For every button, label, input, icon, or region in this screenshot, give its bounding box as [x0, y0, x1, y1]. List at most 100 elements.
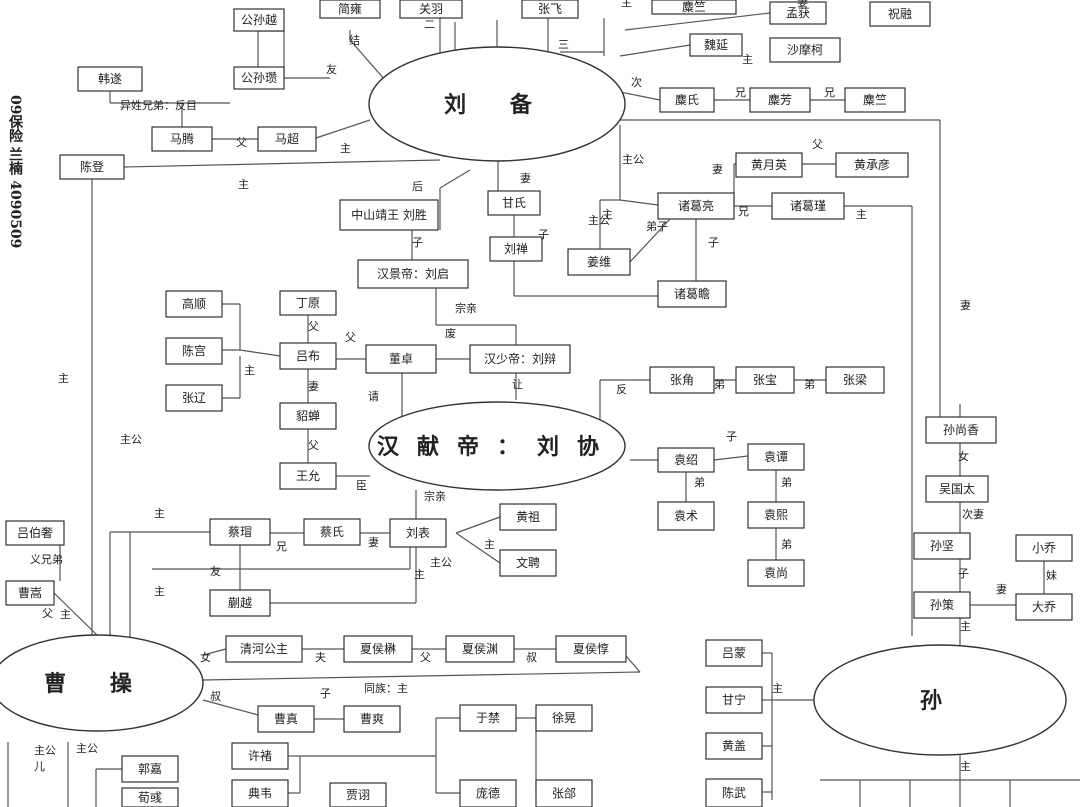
person-name: 曹嵩 — [18, 586, 42, 600]
person-box: 麋氏 — [659, 87, 715, 113]
relation-label: 弟 — [781, 476, 792, 489]
person-box: 孙坚 — [913, 532, 971, 560]
person-box: 甘宁 — [705, 686, 763, 714]
relation-label: 兄 — [738, 205, 749, 218]
person-box: 甘氏 — [487, 190, 541, 216]
person-name: 曹爽 — [360, 712, 384, 726]
person-name: 甘宁 — [722, 692, 746, 707]
person-box: 张宝 — [735, 366, 795, 394]
person-name: 张飞 — [538, 2, 562, 16]
person-box-frame — [343, 705, 401, 733]
person-box-frame — [649, 366, 715, 394]
person-name: 姜维 — [587, 255, 611, 269]
person-name: 荀彧 — [138, 791, 162, 805]
person-name: 韩遂 — [98, 71, 122, 86]
person-box: 夏侯楙 — [343, 635, 413, 663]
relation-label: 弟 — [781, 538, 792, 551]
person-box-frame — [279, 342, 337, 370]
person-box: 陈武 — [705, 778, 763, 807]
person-box-frame — [825, 366, 885, 394]
person-name: 陈登 — [80, 159, 104, 174]
person-box: 曹嵩 — [5, 580, 55, 606]
person-box-frame — [844, 87, 906, 113]
person-box-frame — [319, 0, 381, 19]
relation-label: 子 — [412, 236, 423, 249]
relation-label: 主公 — [430, 556, 452, 569]
person-box: 黄承彦 — [835, 152, 909, 178]
person-name: 甘氏 — [502, 196, 526, 210]
person-name: 麋氏 — [675, 92, 699, 107]
person-box-frame — [459, 779, 517, 807]
person-box: 吕伯奢 — [5, 520, 65, 546]
person-name: 夏侯惇 — [573, 642, 609, 656]
person-box: 黄祖 — [499, 503, 557, 531]
person-name: 庞德 — [476, 786, 500, 801]
relation-label: 父 — [42, 607, 53, 620]
person-box: 曹真 — [257, 705, 315, 733]
person-name: 魏延 — [704, 37, 728, 52]
person-box: 徐晃 — [535, 704, 593, 732]
person-name: 麋芳 — [768, 92, 792, 107]
connector-line — [619, 199, 659, 206]
person-name: 袁术 — [674, 509, 698, 523]
relation-label: 主公 — [34, 744, 56, 757]
connector-line — [202, 699, 259, 716]
person-name: 袁熙 — [764, 508, 788, 522]
relation-label: 夫 — [315, 651, 326, 664]
person-name: 黄月英 — [751, 158, 787, 172]
connector-line — [455, 516, 501, 534]
relation-label: 主 — [154, 585, 165, 598]
person-name: 马超 — [275, 131, 299, 146]
relation-label: 次 — [631, 75, 642, 89]
connector-line — [239, 349, 281, 357]
person-box: 汉景帝：刘启 — [357, 259, 469, 289]
relation-label: 主 — [621, 0, 632, 9]
person-box-frame — [469, 344, 571, 374]
person-box: 诸葛亮 — [657, 192, 735, 220]
connector-line — [202, 671, 641, 681]
person-box-frame — [705, 686, 763, 714]
person-name: 公孙越 — [241, 13, 277, 27]
person-box-frame — [747, 443, 805, 471]
person-box-frame — [747, 559, 805, 587]
person-box: 黄月英 — [735, 152, 803, 178]
person-box-frame — [151, 126, 213, 152]
connector-line — [123, 159, 441, 168]
person-name: 陈宫 — [182, 343, 206, 358]
person-box-frame — [657, 501, 715, 531]
person-box-frame — [735, 366, 795, 394]
person-name: 吕蒙 — [722, 646, 746, 660]
relation-label: 主 — [340, 142, 351, 155]
person-box-frame — [659, 87, 715, 113]
relation-label: 友 — [210, 564, 221, 578]
connector-line — [53, 592, 99, 637]
relation-label: 让 — [512, 378, 523, 391]
relation-label: 妻 — [712, 163, 723, 176]
person-box-frame — [705, 639, 763, 667]
person-box: 贾诩 — [329, 782, 387, 807]
person-name: 马腾 — [170, 131, 194, 146]
relation-label: 女 — [200, 650, 211, 664]
relation-label: 主 — [772, 682, 783, 695]
person-box: 吕布 — [279, 342, 337, 370]
person-name: 袁绍 — [674, 453, 698, 467]
ellipse-liubei: 刘 备 — [368, 46, 626, 162]
person-box: 张郃 — [535, 779, 593, 807]
ellipse-label: 曹 操 — [44, 671, 150, 697]
person-box: 蔡瑁 — [209, 518, 271, 546]
person-name: 刘表 — [406, 526, 430, 540]
person-name: 黄盖 — [722, 739, 746, 753]
person-box: 张角 — [649, 366, 715, 394]
person-box: 麋竺 — [651, 0, 737, 15]
person-box: 董卓 — [365, 344, 437, 374]
person-name: 袁尚 — [764, 566, 788, 580]
person-name: 中山靖王 刘胜 — [351, 207, 427, 222]
person-box-frame — [389, 518, 447, 548]
relation-label: 父 — [236, 136, 247, 149]
relation-label: 主 — [238, 178, 249, 191]
person-box: 夏侯惇 — [555, 635, 627, 663]
relation-label: 父 — [420, 651, 431, 664]
person-name: 清河公主 — [240, 642, 288, 656]
person-box-frame — [735, 152, 803, 178]
ellipse-label: 刘 备 — [444, 92, 550, 118]
